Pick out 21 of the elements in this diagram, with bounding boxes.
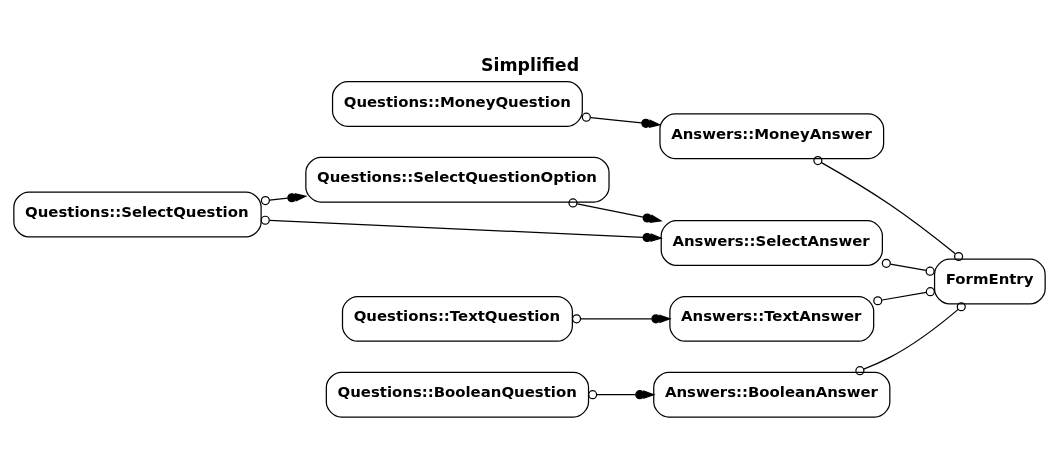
arrow <box>568 197 663 223</box>
diagram-title: Simplified <box>481 54 580 75</box>
arrow <box>571 313 672 323</box>
arrow <box>581 112 662 128</box>
node-box: Answers::BooleanAnswer <box>653 371 891 418</box>
connector <box>813 155 964 261</box>
node-box: Questions::MoneyQuestion <box>331 80 583 127</box>
node-box: Questions::SelectQuestion <box>13 191 262 237</box>
node-box: FormEntry <box>933 258 1046 305</box>
node-box: Answers::SelectAnswer <box>660 219 883 266</box>
node-box: Questions::TextQuestion <box>341 295 573 342</box>
connector <box>873 286 935 305</box>
arrow <box>588 389 656 399</box>
arrow <box>260 192 308 205</box>
node-box: Questions::SelectQuestionOption <box>305 156 610 203</box>
connector <box>855 301 966 375</box>
arrow <box>260 215 663 242</box>
node-box: Answers::TextAnswer <box>669 295 875 342</box>
node-box: Answers::MoneyAnswer <box>659 112 885 159</box>
node-box: Questions::BooleanQuestion <box>325 371 590 418</box>
connector <box>881 258 935 276</box>
